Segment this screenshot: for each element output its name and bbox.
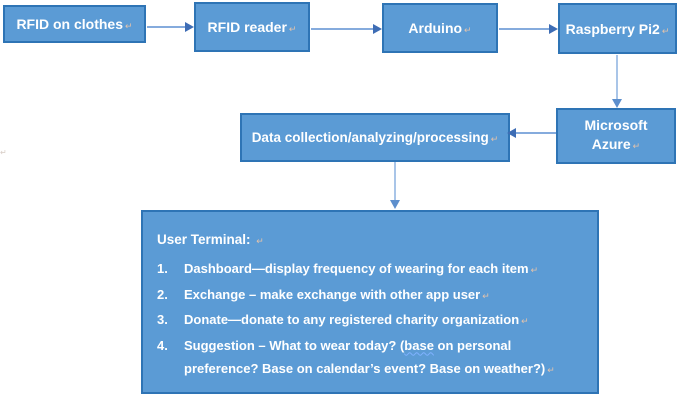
list-number: 2. — [157, 286, 168, 302]
node-label: Arduino — [408, 20, 463, 36]
arrowhead-right-icon — [185, 22, 194, 32]
arrowhead-right-icon — [549, 24, 558, 34]
list-text: preference? Base on calendar’s event? Ba… — [184, 361, 546, 376]
list-item: 4. Suggestion – What to wear today? (bas… — [157, 334, 587, 383]
return-mark: ↵ — [632, 141, 641, 151]
node-label: RFID reader — [207, 19, 287, 35]
arrowhead-down-icon — [390, 200, 400, 209]
return-mark: ↵ — [521, 316, 529, 326]
node-label-line2: Azure — [591, 136, 631, 152]
connector-clothes-to-reader — [147, 26, 186, 28]
return-mark: ↵ — [661, 25, 670, 36]
spellcheck-flagged-word: base — [404, 337, 434, 353]
node-rfid-reader: RFID reader↵ — [194, 2, 310, 52]
list-item: 1. Dashboard—display frequency of wearin… — [157, 257, 587, 283]
return-mark: ↵ — [530, 265, 539, 275]
list-text: Exchange – make exchange with other app … — [184, 286, 481, 302]
list-item: 3. Donate—donate to any registered chari… — [157, 308, 587, 334]
return-mark: ↵ — [490, 134, 499, 144]
node-label: Data collection/analyzing/processing — [251, 130, 489, 145]
connector-reader-to-arduino — [311, 28, 374, 30]
return-mark: ↵ — [464, 25, 472, 35]
node-label-line1: Microsoft — [584, 117, 648, 133]
arrowhead-down-icon — [612, 99, 622, 108]
node-rfid-on-clothes: RFID on clothes↵ — [3, 5, 146, 43]
user-terminal-title: User Terminal: ↵ — [157, 231, 587, 250]
list-number: 3. — [157, 312, 168, 327]
list-number: 1. — [157, 261, 168, 276]
node-raspberry-pi2: Raspberry Pi2↵ — [558, 3, 677, 54]
node-arduino: Arduino↵ — [382, 3, 498, 53]
list-text: Dashboard—display frequency of wearing f… — [184, 261, 529, 276]
return-mark: ↵ — [547, 365, 555, 375]
node-microsoft-azure: Microsoft Azure↵ — [556, 108, 676, 164]
return-mark: ↵ — [256, 236, 264, 246]
node-label: Raspberry Pi2 — [565, 20, 660, 37]
return-mark: ↵ — [125, 21, 133, 31]
node-label: RFID on clothes — [16, 16, 123, 32]
connector-raspberry-to-azure — [616, 55, 618, 100]
stray-paragraph-mark: ↵ — [0, 148, 7, 157]
connector-arduino-to-raspberry — [499, 28, 550, 30]
node-data-processing: Data collection/analyzing/processing↵ — [240, 113, 510, 162]
title-text: User Terminal: — [157, 232, 251, 247]
return-mark: ↵ — [288, 24, 297, 34]
node-user-terminal: User Terminal: ↵ 1. Dashboard—display fr… — [141, 210, 599, 394]
list-text: Suggestion – What to wear today? ( — [184, 337, 405, 353]
list-text: on personal — [433, 337, 512, 353]
connector-azure-to-data — [515, 132, 556, 134]
list-number: 4. — [157, 337, 168, 353]
connector-data-to-terminal — [394, 162, 396, 202]
arrowhead-left-icon — [507, 128, 516, 138]
list-item: 2. Exchange – make exchange with other a… — [157, 283, 587, 309]
return-mark: ↵ — [482, 290, 490, 301]
list-text: Donate—donate to any registered charity … — [184, 312, 520, 327]
arrowhead-right-icon — [373, 24, 382, 34]
